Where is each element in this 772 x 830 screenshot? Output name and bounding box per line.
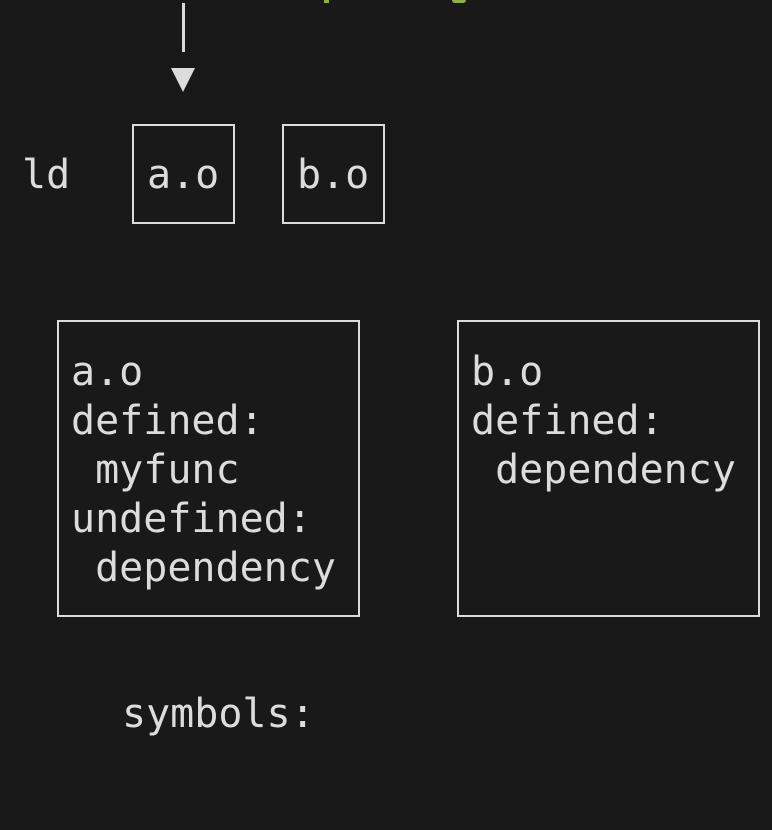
object-a-line: a.o [71,349,144,395]
arrow-shaft [182,3,185,52]
arrow-down-icon [171,68,195,92]
input-box-b: b.o [282,124,385,224]
object-a-line: defined: [71,398,264,444]
cropped-caption-fragment [452,0,466,3]
object-b-line: b.o [471,349,544,395]
object-box-b: b.o defined: dependency [457,320,760,617]
object-a-line: undefined: [71,496,312,542]
object-a-line: dependency [71,545,336,591]
object-b-line: dependency [471,447,736,493]
ld-label: ld [22,152,71,198]
input-box-a: a.o [132,124,235,224]
object-a-line: myfunc [71,447,240,493]
object-box-a: a.o defined: myfunc undefined: dependenc… [57,320,360,617]
symbols-label: symbols: [122,691,315,737]
object-b-line: defined: [471,398,664,444]
input-label: a.o [147,152,220,198]
cropped-caption-fragment [324,0,329,3]
input-label: b.o [297,152,370,198]
